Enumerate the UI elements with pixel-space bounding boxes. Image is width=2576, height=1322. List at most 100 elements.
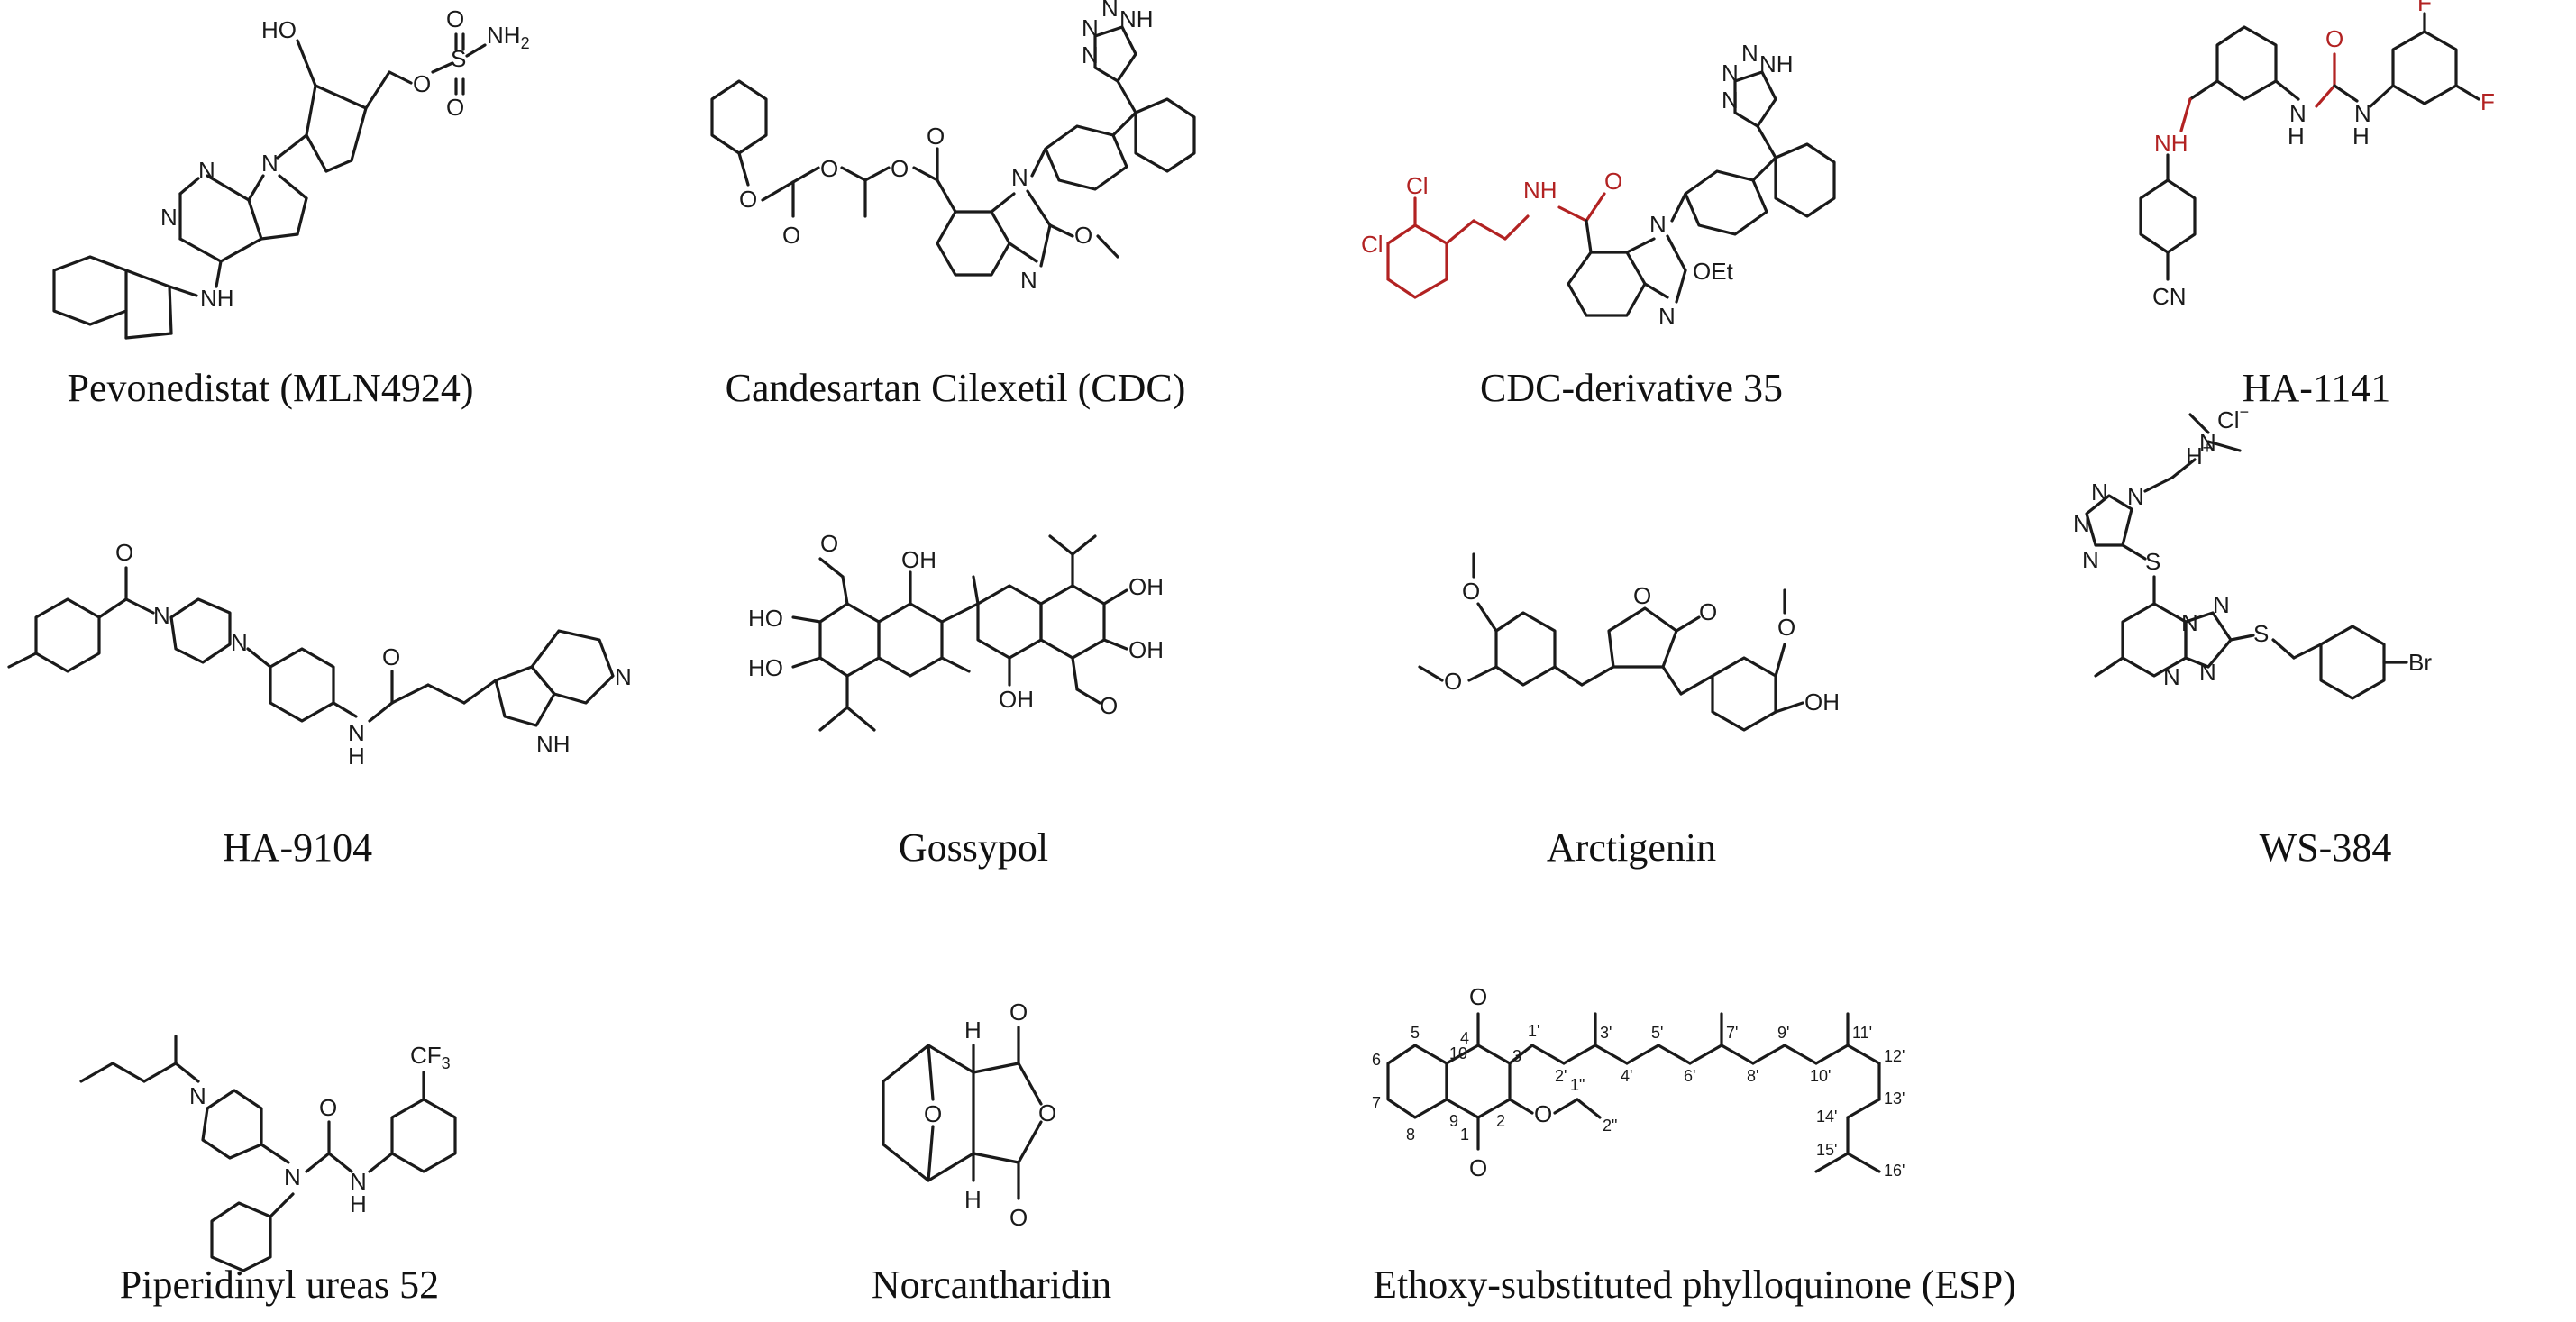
number-label: 1 [1460, 1126, 1469, 1144]
atom-nh: N [2354, 100, 2371, 127]
atom-n: N [1649, 211, 1667, 238]
atom-n: N [261, 150, 279, 177]
atom-n: N [1741, 40, 1758, 67]
atom-o: O [1009, 1204, 1028, 1231]
number-label: 8' [1747, 1067, 1758, 1085]
atom-o: O [1444, 668, 1462, 695]
number-label: 16' [1884, 1162, 1905, 1180]
atom-ho: HO [748, 605, 783, 632]
atom-o: O [1469, 983, 1487, 1010]
atom-o: O [1469, 1154, 1487, 1181]
atom-h: H [348, 743, 365, 770]
atom-h: H [964, 1186, 982, 1213]
atom-cl: Cl [1406, 172, 1429, 199]
number-label: 3 [1512, 1047, 1521, 1065]
atom-o: O [1009, 998, 1028, 1026]
number-label: 14' [1816, 1108, 1837, 1126]
atom-n: N [2091, 479, 2108, 506]
number-label: 8 [1406, 1126, 1415, 1144]
number-label: 12' [1884, 1047, 1905, 1065]
atom-oet: OEt [1693, 258, 1734, 285]
number-label: 10' [1810, 1067, 1831, 1085]
atom-nh: NH [536, 731, 571, 758]
atom-o: O [1100, 692, 1118, 719]
atom-n: N [1101, 0, 1119, 22]
number-label: 6 [1372, 1051, 1381, 1069]
structure-piperidinyl-ureas-52: N N O N H CF3 [63, 973, 532, 1272]
number-label: 2' [1555, 1067, 1567, 1085]
structure-arctigenin: O O O O O OH [1388, 505, 1965, 802]
caption-ha-9104: HA-9104 [222, 825, 373, 870]
atom-cl: Cl [1361, 231, 1384, 258]
atom-o: O [820, 530, 838, 557]
caption-ha-1141: HA-1141 [2242, 366, 2391, 410]
atom-nh: NH [1523, 177, 1557, 204]
number-label: 9' [1777, 1024, 1789, 1042]
atom-nh: N [348, 719, 365, 746]
caption-esp: Ethoxy-substituted phylloquinone (ESP) [1373, 1263, 2016, 1307]
atom-s: S [2253, 620, 2269, 647]
structure-gossypol: O OH HO HO OH OH OH O [739, 505, 1298, 802]
atom-n: N [1658, 303, 1676, 330]
atom-n: N [2163, 663, 2180, 690]
number-label: 2" [1603, 1117, 1617, 1135]
atom-nh: NH [2154, 130, 2188, 157]
atom-n: N [160, 204, 178, 231]
caption-pevonedistat: Pevonedistat (MLN4924) [67, 366, 474, 410]
number-label: 6' [1684, 1067, 1695, 1085]
atom-o: O [1633, 582, 1651, 609]
number-label: 3' [1600, 1024, 1612, 1042]
atom-o: O [1534, 1100, 1552, 1127]
atom-cf3: CF3 [410, 1042, 451, 1072]
structure-ha-9104: O N N N H O N NH [0, 505, 649, 802]
atom-n: N [198, 157, 215, 184]
atom-n: N [189, 1082, 206, 1109]
atom-oh: OH [1804, 688, 1840, 716]
atom-o: O [820, 155, 838, 182]
atom-o: O [1604, 168, 1622, 195]
number-label: 15' [1816, 1141, 1837, 1159]
atom-o: O [1038, 1099, 1056, 1126]
atom-o: O [115, 539, 133, 566]
atom-o: O [924, 1100, 942, 1127]
atom-nh: NH [1759, 50, 1794, 77]
atom-ho: HO [261, 16, 297, 43]
atom-o: O [319, 1094, 337, 1121]
atom-n: N [1020, 267, 1037, 294]
atom-h: H [964, 1017, 982, 1044]
number-label: 1' [1528, 1022, 1539, 1040]
caption-ws-384: WS-384 [2259, 825, 2392, 870]
atom-h: H [2352, 123, 2370, 150]
number-label: 7 [1372, 1094, 1381, 1112]
atom-o: O [1074, 222, 1092, 249]
number-label: 11' [1852, 1024, 1872, 1042]
structure-esp: O O O 3 [1370, 955, 2091, 1262]
atom-n: N [2073, 510, 2090, 537]
structure-ha-1141: NH CN N H O N H F F [2100, 0, 2551, 342]
atom-n: N [1722, 59, 1739, 87]
atom-o: O [782, 222, 800, 249]
atom-n: N [1011, 164, 1028, 191]
atom-n: N [615, 663, 632, 690]
atom-nh: N [2289, 100, 2307, 127]
caption-cdc-derivative-35: CDC-derivative 35 [1479, 366, 1784, 410]
atom-o: O [1699, 598, 1717, 625]
atom-f: F [2417, 0, 2432, 16]
atom-oh: OH [999, 686, 1034, 713]
structure-candesartan-cilexetil: O O O O O N N O [685, 0, 1226, 342]
structure-ws-384: Cl− H+ N N N N N S N N N N S [2073, 360, 2560, 811]
atom-n: N [231, 629, 248, 656]
atom-n: N [2213, 591, 2230, 618]
atom-oh: OH [1128, 636, 1164, 663]
atom-h: H [350, 1190, 367, 1217]
atom-n: N [153, 602, 170, 629]
number-label: 4 [1460, 1029, 1469, 1047]
structure-pevonedistat: O S O O NH2 HO N N [36, 0, 530, 342]
caption-norcantharidin: Norcantharidin [871, 1263, 1112, 1307]
atom-o: O [739, 186, 757, 213]
number-label: 9 [1449, 1112, 1458, 1130]
atom-h: H [2288, 123, 2305, 150]
atom-o: O [1462, 578, 1480, 605]
atom-cl: Cl− [2217, 403, 2249, 433]
